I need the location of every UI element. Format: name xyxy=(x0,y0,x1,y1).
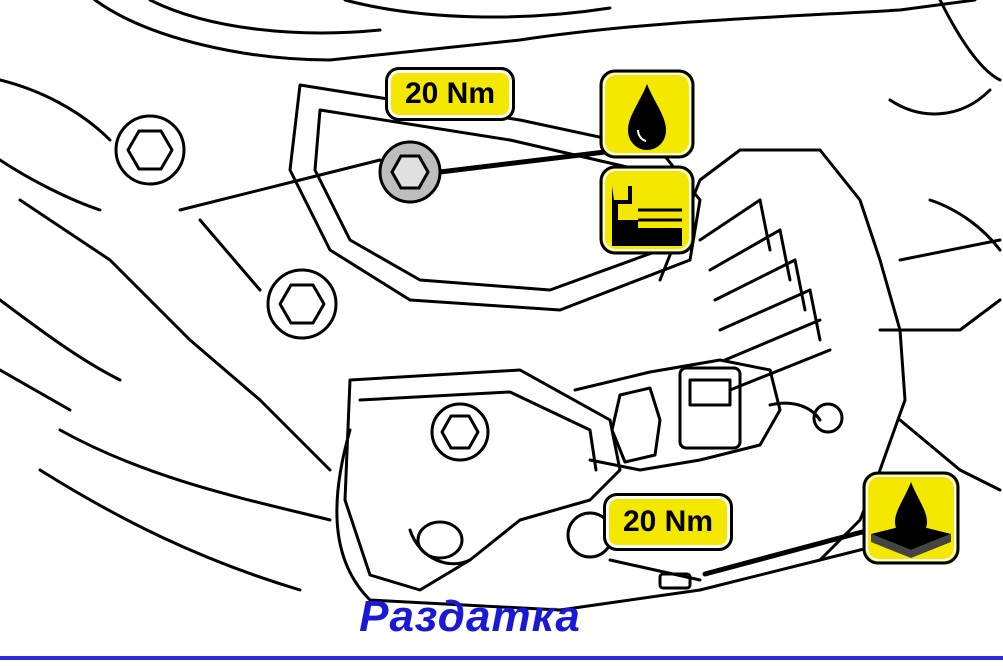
fill-level-icon xyxy=(599,165,695,255)
torque-callout-lower: 20 Nm xyxy=(603,493,733,551)
torque-callout-upper: 20 Nm xyxy=(385,67,515,121)
drain-oil-icon xyxy=(862,471,960,565)
bottom-frame-rule xyxy=(0,656,1003,660)
diagram-caption: Раздатка xyxy=(359,592,581,641)
oil-drop-icon xyxy=(599,69,695,159)
